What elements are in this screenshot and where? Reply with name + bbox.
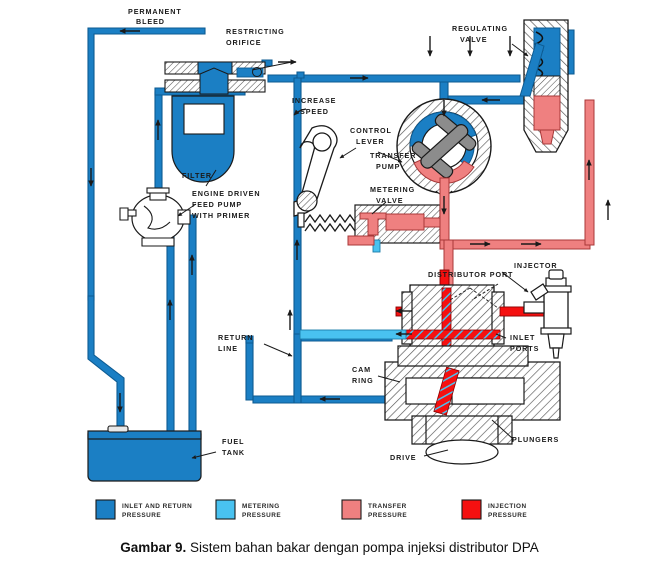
label-distributor-port: DISTRIBUTOR PORT [428,270,513,279]
legend-label-transfer-line2: PRESSURE [368,512,407,519]
label-increase-speed-line2: SPEED [300,107,329,116]
legend: INLET AND RETURN PRESSURE METERING PRESS… [95,499,527,520]
label-cam-ring-line1: CAM [352,365,371,374]
label-metering-valve-line1: METERING [370,185,415,194]
label-restricting-orifice-line1: RESTRICTING [226,27,285,36]
label-cam-ring-line2: RING [352,376,374,385]
legend-item-inlet-return: INLET AND RETURN PRESSURE [95,499,192,520]
legend-item-metering: METERING PRESSURE [215,499,281,520]
label-control-lever-line1: CONTROL [350,126,392,135]
label-control-lever-line2: LEVER [356,137,384,146]
label-plungers: PLUNGERS [512,435,559,444]
legend-label-inlet-return-line2: PRESSURE [122,512,161,519]
fuel-tank [87,425,202,482]
metering-valve [347,204,445,253]
distributor-rotor-block [299,284,545,352]
label-inlet-ports-line2: PORTS [510,344,539,353]
label-permanent-bleed-line2: BLEED [136,17,165,26]
label-regulating-valve-line1: REGULATING [452,24,508,33]
transfer-pump [396,98,492,196]
label-feed-pump-line2: FEED PUMP [192,200,242,209]
label-metering-valve-line2: VALVE [376,196,403,205]
label-drive: DRIVE [390,453,416,462]
label-transfer-pump-line2: PUMP [376,162,400,171]
caption-number: Gambar 9. [120,540,187,555]
label-feed-pump-line1: ENGINE DRIVEN [192,189,260,198]
restricting-orifice [164,61,266,95]
label-fuel-tank-line1: FUEL [222,437,244,446]
legend-item-transfer: TRANSFER PRESSURE [341,499,407,520]
legend-label-inlet-return-line1: INLET AND RETURN [122,503,192,510]
label-fuel-tank-line2: TANK [222,448,245,457]
label-feed-pump-line3: WITH PRIMER [192,211,250,220]
legend-label-transfer-line1: TRANSFER [368,503,407,510]
legend-item-injection: INJECTION PRESSURE [461,499,527,520]
diagram-labels: PERMANENT BLEED RESTRICTING ORIFICE REGU… [128,7,559,462]
engine-driven-feed-pump [119,187,191,247]
figure-caption: Gambar 9. Sistem bahan bakar dengan pomp… [0,540,659,555]
label-transfer-pump-line1: TRANSFER [370,151,416,160]
label-return-line-line1: RETURN [218,333,253,342]
legend-label-metering-line1: METERING [242,503,280,510]
filter [171,95,235,183]
control-lever [293,108,338,228]
injector [523,269,572,359]
label-regulating-valve-line2: VALVE [460,35,487,44]
label-permanent-bleed-line1: PERMANENT [128,7,182,16]
label-inlet-ports-line1: INLET [510,333,535,342]
label-filter: FILTER [182,171,212,180]
leader-lines [177,43,529,459]
caption-text: Sistem bahan bakar dengan pompa injeksi … [190,540,539,555]
metering-valve-spring [304,213,356,233]
label-return-line-line2: LINE [218,344,238,353]
legend-label-injection-line2: PRESSURE [488,512,527,519]
cam-ring-plunger-assembly [384,345,561,465]
regulating-valve [519,19,569,153]
label-restricting-orifice-line2: ORIFICE [226,38,261,47]
label-increase-speed-line1: INCREASE [292,96,336,105]
label-injector: INJECTOR [514,261,557,270]
flow-arrows [88,28,611,413]
legend-label-injection-line1: INJECTION [488,503,527,510]
legend-label-metering-line2: PRESSURE [242,512,281,519]
